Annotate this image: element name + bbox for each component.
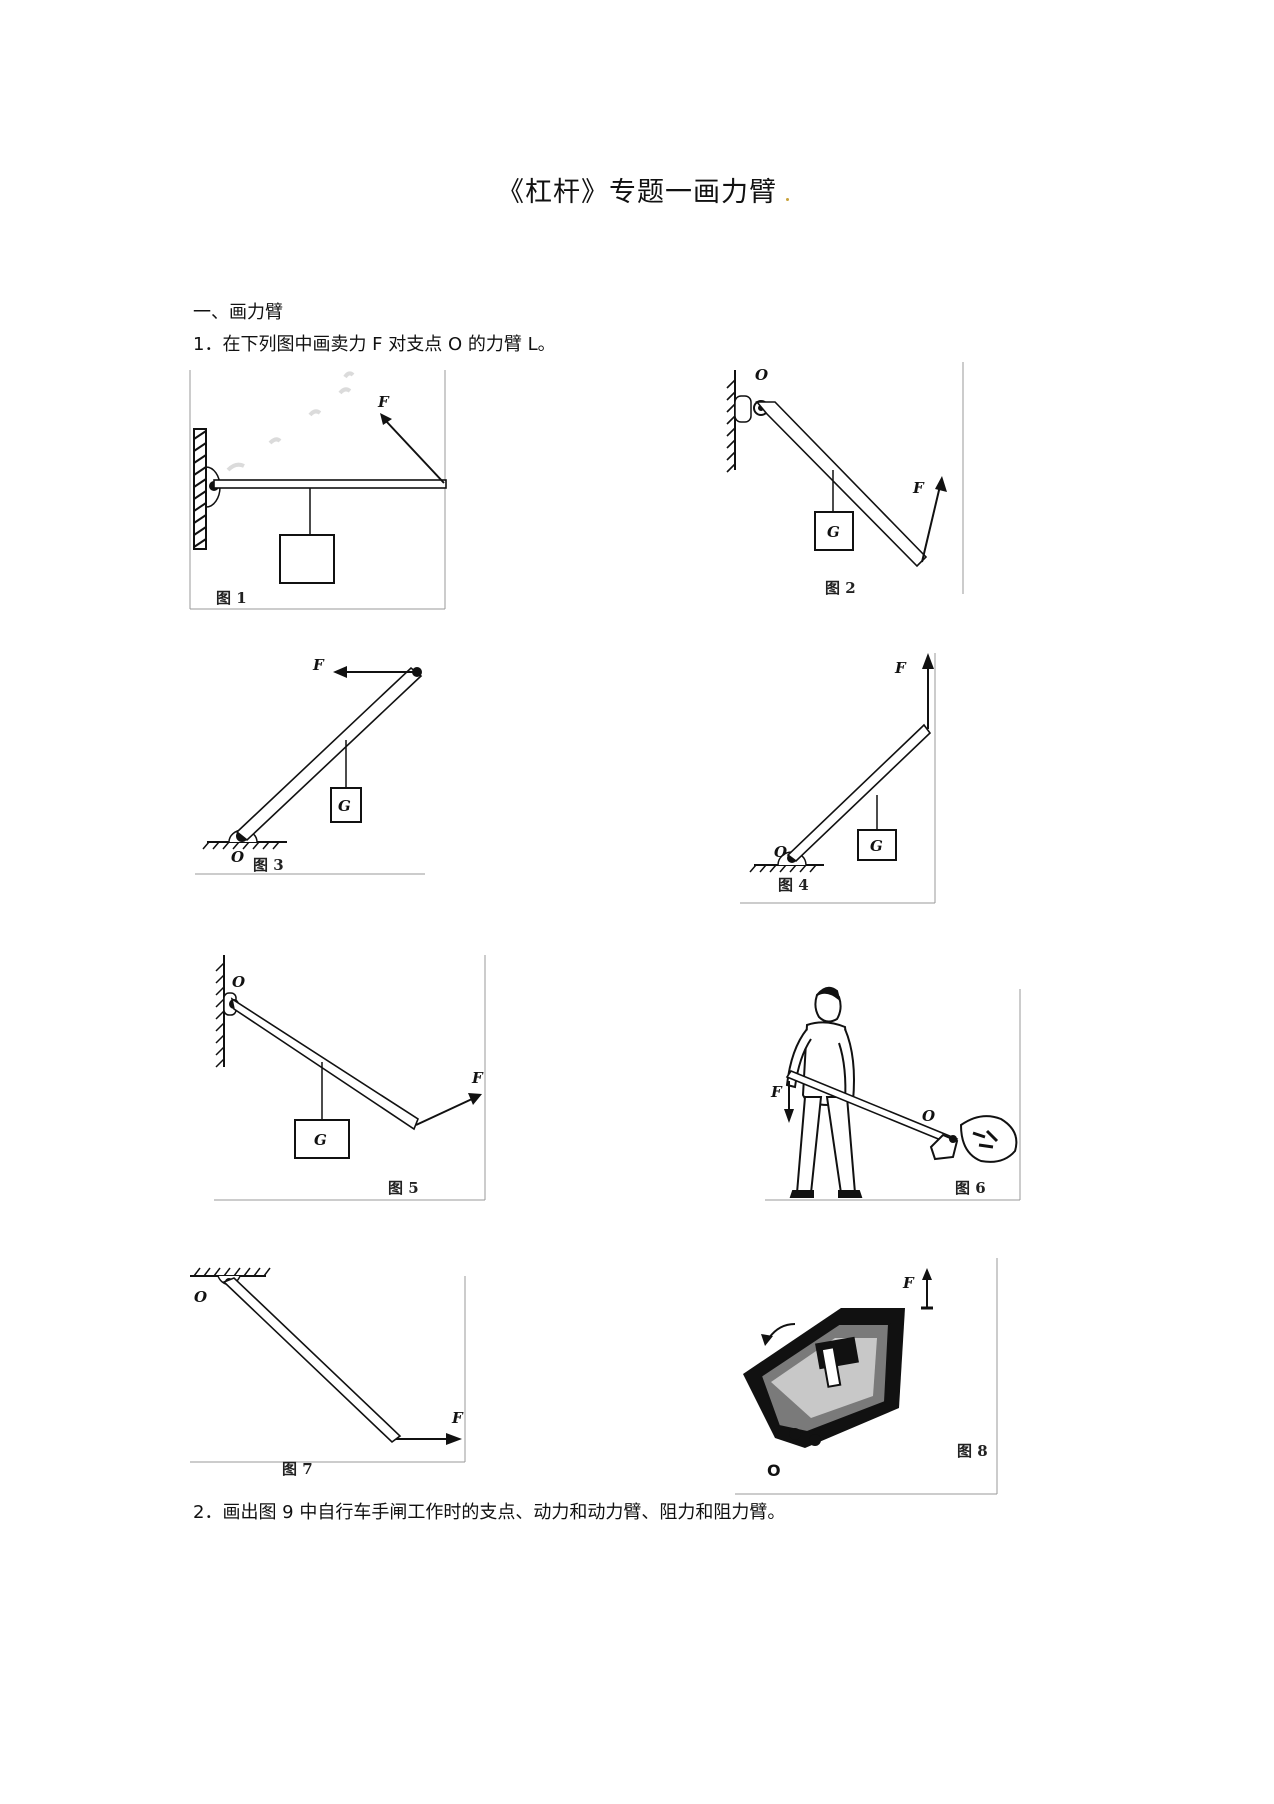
- question-1: 1．在下列图中画卖力 F 对支点 O 的力臂 L。: [193, 330, 556, 356]
- figure-1: F 图 1: [189, 365, 450, 615]
- force-label: F: [770, 1083, 783, 1101]
- force-label: F: [377, 393, 390, 411]
- question-text: 画出图 9 中自行车手闸工作时的支点、动力和动力臂、阻力和阻力臂。: [222, 1502, 786, 1523]
- figure-caption: 图 1: [216, 589, 247, 607]
- figure-2: G F O 图 2: [726, 362, 970, 602]
- device-illustration: [743, 1308, 905, 1448]
- figure-5: G F O 图 5: [210, 955, 490, 1205]
- question-2: 2．画出图 9 中自行车手闸工作时的支点、动力和动力臂、阻力和阻力臂。: [193, 1498, 785, 1524]
- figure-4: G F O 图 4: [740, 645, 940, 910]
- section-heading: 一、画力臂: [193, 302, 283, 323]
- page-title: 《杠杆》专题一画力臂: [0, 170, 1274, 209]
- figure-6: F O 图 6: [765, 985, 1025, 1205]
- pivot-label: O: [774, 843, 787, 861]
- weight-label: G: [314, 1131, 327, 1149]
- figure-caption: 图 3: [253, 856, 284, 874]
- force-label: F: [312, 656, 325, 674]
- question-number: 1．: [193, 334, 223, 355]
- pivot-label: O: [922, 1107, 935, 1125]
- figure-caption: 图 8: [957, 1442, 988, 1460]
- figure-caption: 图 4: [778, 876, 809, 894]
- figure-7: F O 图 7: [190, 1262, 480, 1478]
- figure-caption: 图 5: [388, 1179, 419, 1197]
- figure-8: F O 图 8: [735, 1258, 1005, 1498]
- weight-label: G: [338, 797, 351, 815]
- question-number: 2．: [193, 1502, 223, 1523]
- pivot-label: O: [767, 1461, 781, 1480]
- pivot-label: O: [231, 848, 244, 866]
- pivot-label: O: [194, 1288, 207, 1306]
- weight-label: G: [870, 837, 883, 855]
- weight-label: G: [827, 523, 840, 541]
- figure-caption: 图 6: [955, 1179, 986, 1197]
- pivot-label: O: [232, 973, 245, 991]
- figure-caption: 图 2: [825, 579, 856, 597]
- force-label: F: [451, 1409, 464, 1427]
- pivot-label: O: [755, 366, 768, 384]
- force-label: F: [902, 1274, 915, 1292]
- question-text: 在下列图中画卖力 F 对支点 O 的力臂 L。: [222, 334, 556, 355]
- figure-caption: 图 7: [282, 1460, 313, 1478]
- force-label: F: [912, 479, 925, 497]
- figure-3: G F O 图 3: [195, 650, 435, 882]
- force-label: F: [894, 659, 907, 677]
- force-label: F: [471, 1069, 484, 1087]
